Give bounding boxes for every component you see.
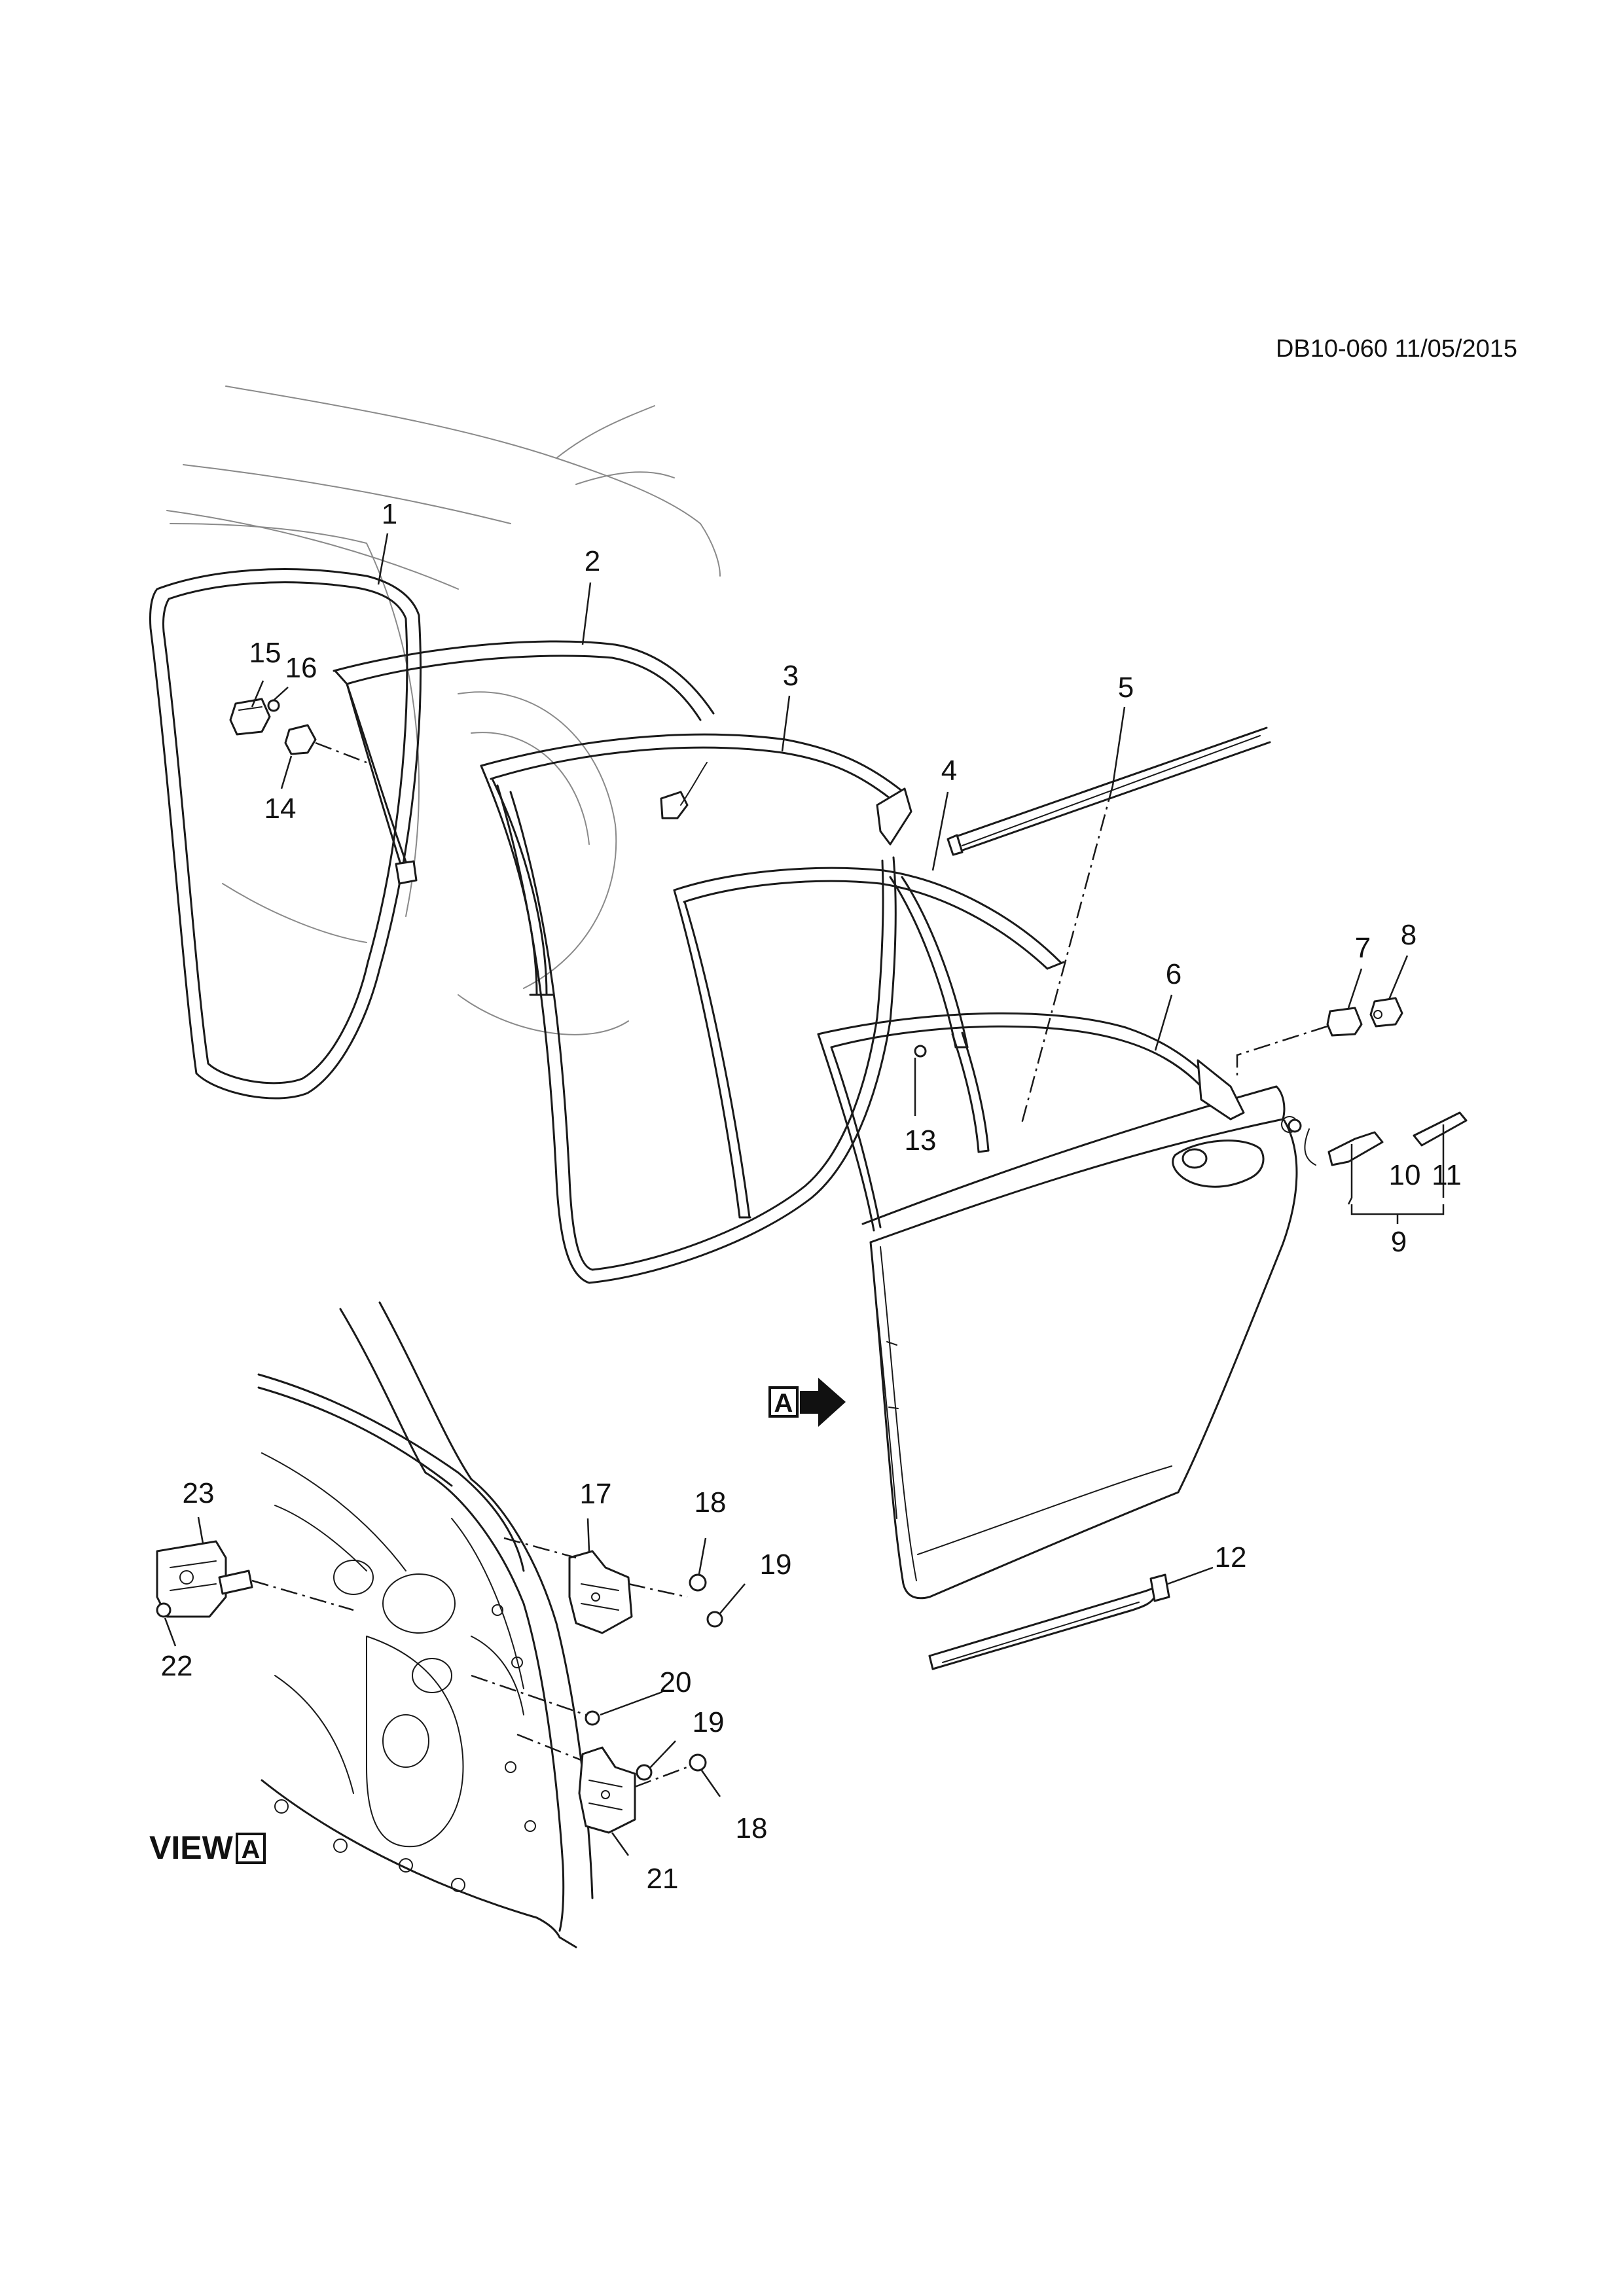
part-13-plug (914, 1045, 927, 1058)
callout-14: 14 (264, 793, 297, 825)
part-19-nut-upper (706, 1611, 723, 1628)
callout-16: 16 (285, 652, 317, 684)
callout-5: 5 (1118, 672, 1134, 704)
leader-5-to-door (1020, 785, 1114, 1126)
leader-lines (164, 533, 1445, 1856)
part-21-lower-hinge (516, 1733, 688, 1834)
part-19-nut-lower (636, 1764, 653, 1781)
centerline-7 (1236, 1025, 1328, 1080)
callout-3: 3 (783, 660, 799, 692)
part-5-belt-molding (947, 726, 1271, 856)
part-18-bolt-upper (689, 1573, 707, 1592)
part-8-lock-cylinder (1369, 997, 1403, 1028)
callout-10: 10 (1389, 1159, 1421, 1191)
callout-18-upper: 18 (695, 1486, 727, 1518)
callout-11: 11 (1432, 1159, 1462, 1191)
callout-12: 12 (1215, 1541, 1247, 1573)
view-label-letter: A (242, 1835, 261, 1864)
callout-13: 13 (905, 1124, 937, 1157)
part-11-handle (1413, 1111, 1468, 1147)
callout-19-lower: 19 (693, 1706, 725, 1738)
callout-22: 22 (161, 1650, 193, 1682)
view-a-arrow: A (768, 1378, 846, 1427)
view-label-box (236, 1833, 266, 1864)
diagram-code: DB10-060 11/05/2015 (1276, 335, 1517, 363)
part-18-bolt-lower (689, 1753, 707, 1772)
arrow-icon (800, 1378, 846, 1427)
view-a-label: VIEW A (149, 1829, 266, 1866)
part-12-rocker-molding (928, 1573, 1170, 1670)
part-2-door-frame-seal (333, 640, 715, 885)
callout-9: 9 (1391, 1226, 1407, 1258)
callout-6: 6 (1166, 958, 1182, 990)
part-22-bolt (156, 1602, 171, 1618)
part-1-body-side-weatherstrip (149, 568, 422, 1100)
callout-23: 23 (183, 1477, 215, 1509)
callout-18-lower: 18 (736, 1812, 768, 1844)
callout-15: 15 (249, 637, 281, 669)
view-a-arrow-letter: A (774, 1389, 793, 1418)
part-6-rear-door (817, 1012, 1298, 1600)
callout-4: 4 (941, 755, 957, 787)
part-17-upper-hinge (503, 1537, 688, 1634)
vehicle-body-outline (166, 386, 721, 1035)
view-a-detail (257, 1301, 594, 1948)
part-15-door-lock-striker (229, 698, 271, 736)
callout-17: 17 (580, 1478, 612, 1510)
part-3-window-channel (480, 733, 912, 996)
callout-2: 2 (585, 545, 600, 577)
part-20-washer (471, 1674, 600, 1726)
callout-20: 20 (660, 1666, 692, 1698)
part-10-handle-bracket (1288, 1119, 1384, 1166)
part-16-bolt (267, 699, 280, 712)
callout-labels: 1 2 3 4 5 6 7 8 9 10 11 12 13 14 15 16 1… (161, 498, 1462, 1895)
callout-8: 8 (1401, 919, 1416, 951)
callout-21: 21 (647, 1863, 679, 1895)
part-14-door-check-bracket (284, 724, 367, 764)
view-label-text: VIEW (149, 1829, 234, 1866)
part-7-handle-cap (1326, 1007, 1363, 1037)
view-a-arrow-box (768, 1386, 799, 1418)
callout-19-upper: 19 (760, 1549, 792, 1581)
part-23-door-check-link (156, 1540, 354, 1618)
callout-7: 7 (1355, 932, 1371, 964)
callout-1: 1 (382, 498, 397, 530)
